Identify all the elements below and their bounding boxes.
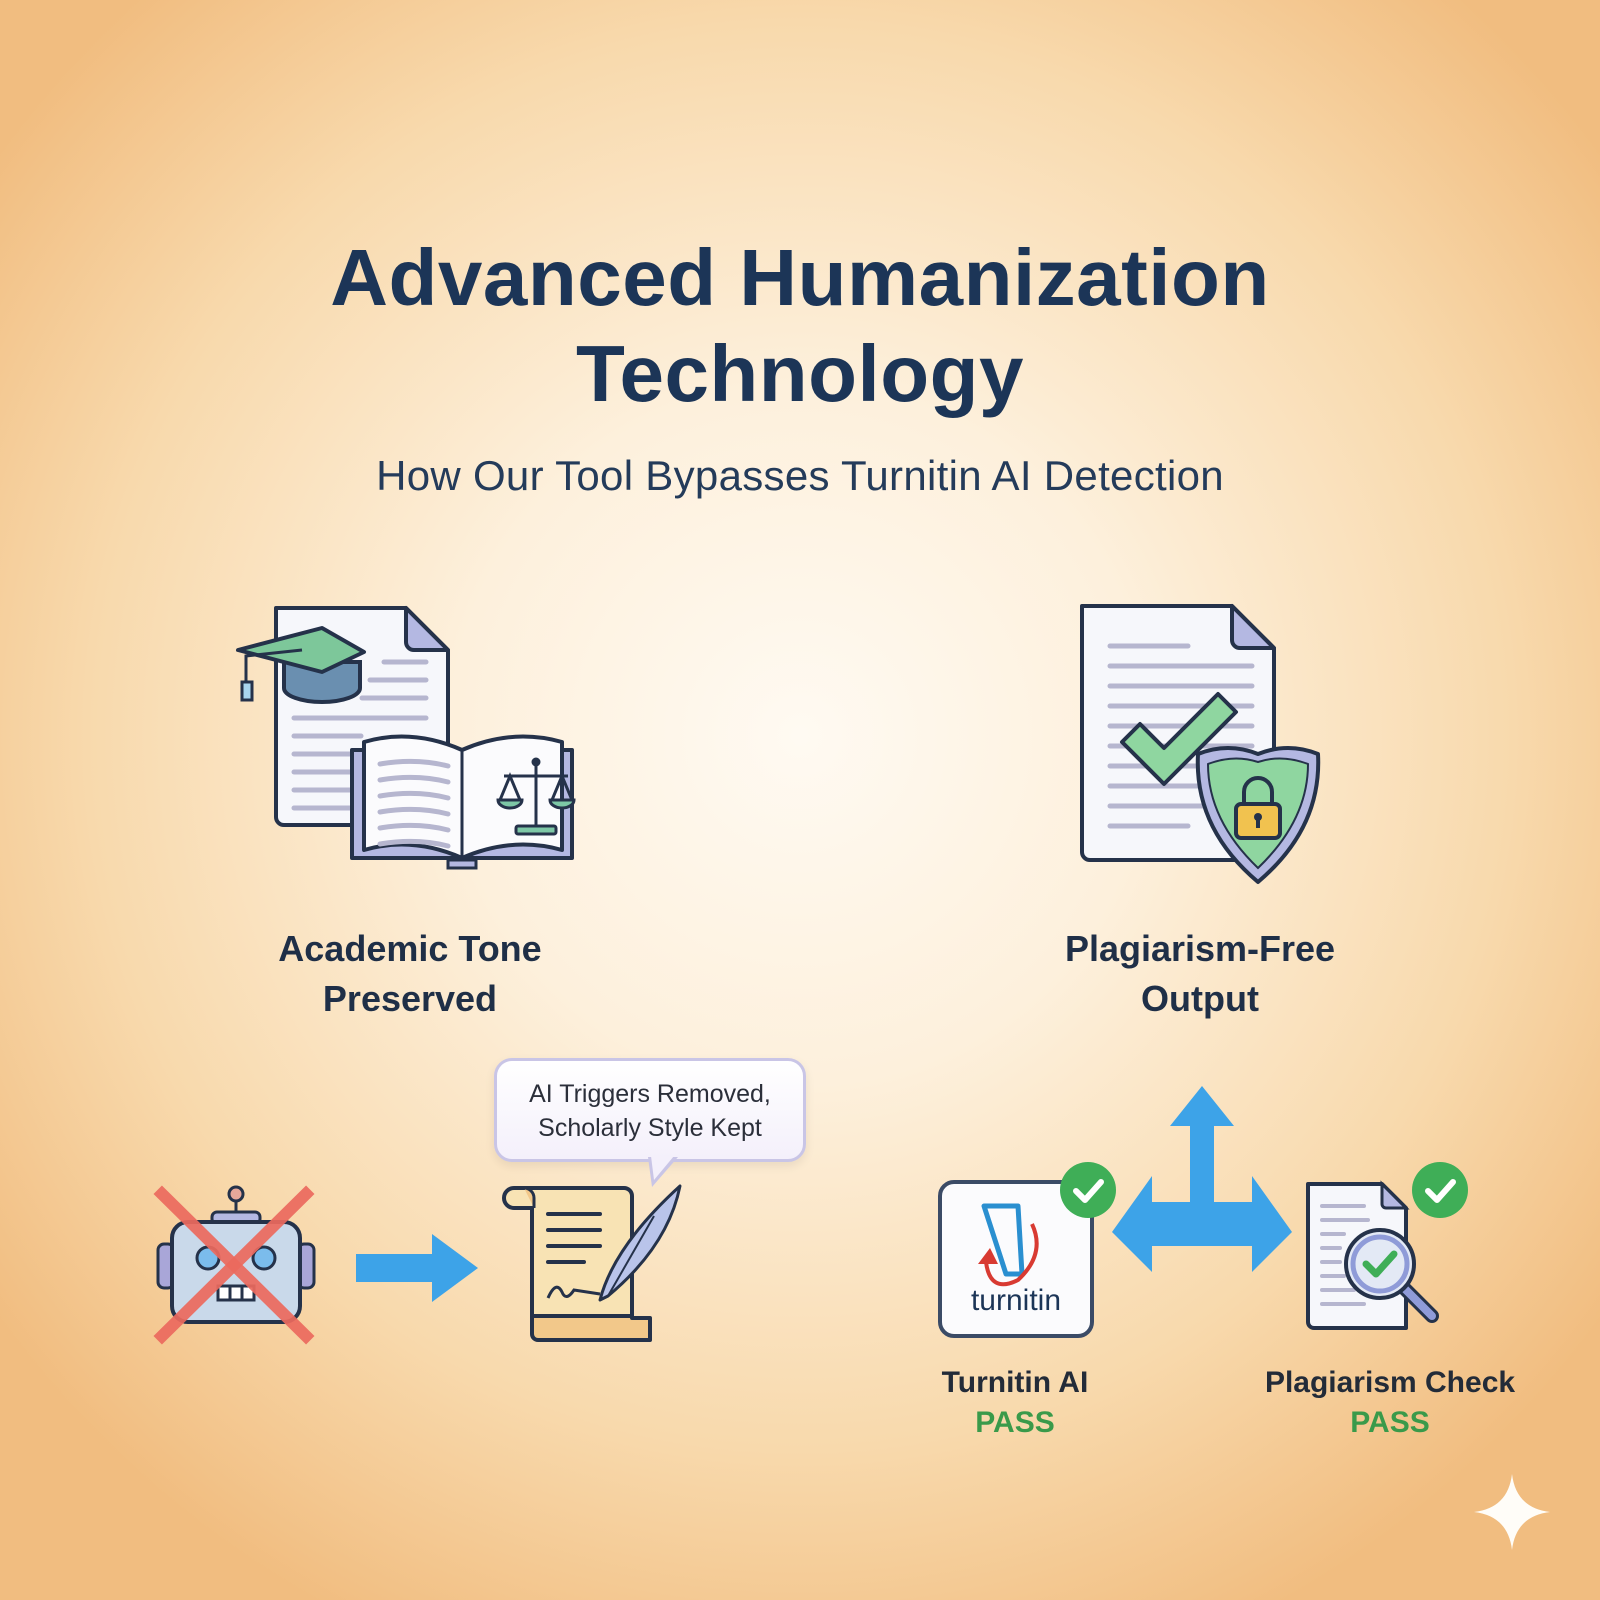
feature-label-line1: Academic Tone — [278, 928, 542, 969]
pass-badge-check-icon — [1060, 1162, 1116, 1218]
scroll-quill-icon — [502, 1184, 694, 1346]
callout-bubble: AI Triggers Removed, Scholarly Style Kep… — [494, 1058, 806, 1162]
turnitin-logo-text: turnitin — [970, 1284, 1062, 1317]
document-magnifier-check-icon — [1304, 1180, 1450, 1338]
feature-label-academic-tone: Academic Tone Preserved — [220, 924, 600, 1024]
branch-arrows-icon — [1112, 1086, 1292, 1272]
page-subtitle: How Our Tool Bypasses Turnitin AI Detect… — [376, 452, 1224, 499]
pass-badge-check-icon — [1412, 1162, 1468, 1218]
feature-label-line2: Preserved — [322, 978, 498, 1019]
sparkle-icon — [1474, 1474, 1550, 1550]
check-name-plagiarism: Plagiarism Check — [1264, 1366, 1516, 1399]
document-check-shield-lock-icon — [1068, 604, 1338, 894]
callout-line1: AI Triggers Removed, — [529, 1080, 771, 1108]
page-title-line2: Technology — [576, 329, 1024, 418]
page-title-line1: Advanced Humanization — [330, 233, 1270, 322]
robot-crossed-out-icon — [153, 1185, 316, 1346]
callout-tail-inner — [651, 1156, 674, 1180]
feature-label-plagiarism-free: Plagiarism-Free Output — [1000, 924, 1400, 1024]
arrow-right-icon — [356, 1234, 478, 1302]
check-status-plagiarism: PASS — [1350, 1406, 1430, 1439]
document-graduation-book-scales-icon — [236, 600, 586, 880]
feature-label-line1: Plagiarism-Free — [1064, 928, 1336, 969]
check-status-turnitin-ai: PASS — [975, 1406, 1055, 1439]
check-name-turnitin-ai: Turnitin AI — [941, 1366, 1089, 1399]
feature-label-line2: Output — [1141, 978, 1259, 1019]
callout-line2: Scholarly Style Kept — [538, 1114, 762, 1142]
